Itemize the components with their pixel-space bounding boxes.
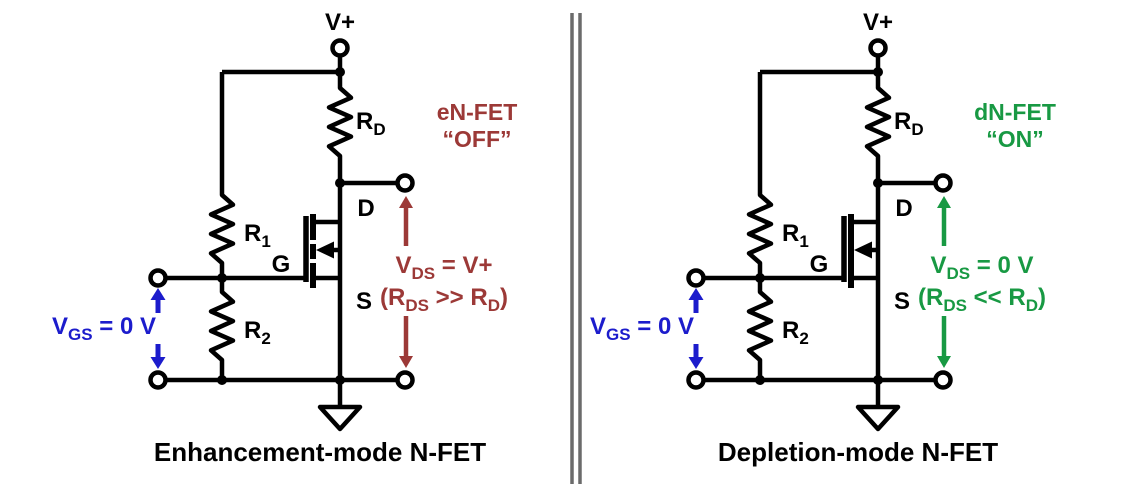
- drain-label: D: [357, 195, 374, 222]
- up-arrow-icon: [937, 196, 951, 208]
- junction-dot: [873, 178, 883, 188]
- mosfet-enhancement-symbol: [303, 183, 343, 380]
- source-label: S: [356, 288, 372, 315]
- vds-annotation-group: VDS = V+ (RDS >> RD): [380, 196, 508, 368]
- supply-label: V+: [325, 9, 355, 36]
- r1-label: R1: [782, 220, 809, 251]
- ground-output-terminal: [933, 370, 953, 390]
- down-arrow-icon: [688, 357, 704, 369]
- ground-output-terminal: [395, 370, 415, 390]
- source-label: S: [894, 288, 910, 315]
- vgs-annotation-group: VGS = 0 V: [52, 288, 166, 369]
- junction-dot: [335, 67, 345, 77]
- ground-input-terminal: [686, 370, 706, 390]
- drain-output-terminal: [933, 173, 953, 193]
- resistor-rd: [326, 72, 354, 183]
- junction-dot: [217, 375, 227, 385]
- vds-annotation-line2: (RDS >> RD): [380, 284, 508, 315]
- body-arrow-icon: [854, 241, 872, 259]
- mosfet-depletion-symbol: [841, 183, 881, 380]
- ground-icon: [855, 404, 901, 432]
- vgs-annotation-group: VGS = 0 V: [590, 288, 704, 369]
- junction-dot: [217, 273, 227, 283]
- down-arrow-icon: [937, 356, 951, 368]
- resistor-r2: [208, 278, 236, 380]
- up-arrow-icon: [399, 196, 413, 208]
- junction-dot: [873, 67, 883, 77]
- caption: Depletion-mode N-FET: [718, 437, 998, 467]
- divider: [570, 13, 582, 484]
- ground-icon: [317, 404, 363, 432]
- gate-input-terminal: [686, 268, 706, 288]
- state-label-line1: eN-FET: [437, 99, 518, 125]
- supply-terminal: [868, 38, 888, 58]
- resistor-r1: [208, 72, 236, 278]
- gate-input-terminal: [148, 268, 168, 288]
- r2-label: R2: [244, 317, 271, 348]
- up-arrow-icon: [150, 288, 166, 300]
- gate-label: G: [810, 251, 829, 278]
- supply-terminal: [330, 38, 350, 58]
- ground-input-terminal: [148, 370, 168, 390]
- up-arrow-icon: [688, 288, 704, 300]
- supply-label: V+: [863, 9, 893, 36]
- rd-label: RD: [356, 108, 386, 139]
- rd-label: RD: [894, 108, 924, 139]
- gate-label: G: [272, 251, 291, 278]
- vgs-annotation: VGS = 0 V: [590, 313, 694, 344]
- r1-label: R1: [244, 220, 271, 251]
- state-label-line2: “ON”: [986, 126, 1044, 152]
- resistor-r2: [746, 278, 774, 380]
- vds-annotation-line1: VDS = V+: [395, 252, 492, 283]
- vds-annotation-line1: VDS = 0 V: [930, 252, 1033, 283]
- junction-dot: [335, 178, 345, 188]
- left-circuit: VGS = 0 V VDS = V+ (RDS >> RD) eN-FET “O…: [52, 9, 517, 467]
- drain-label: D: [895, 195, 912, 222]
- junction-dot: [755, 273, 765, 283]
- down-arrow-icon: [399, 356, 413, 368]
- body-arrow-icon: [316, 241, 334, 259]
- drain-output-terminal: [395, 173, 415, 193]
- state-label-line2: “OFF”: [443, 126, 512, 152]
- right-circuit: VGS = 0 V VDS = 0 V (RDS << RD) dN-FET “…: [590, 9, 1056, 467]
- state-label-line1: dN-FET: [974, 99, 1056, 125]
- vgs-annotation: VGS = 0 V: [52, 313, 156, 344]
- resistor-r1: [746, 72, 774, 278]
- caption: Enhancement-mode N-FET: [154, 437, 486, 467]
- down-arrow-icon: [150, 357, 166, 369]
- resistor-rd: [864, 72, 892, 183]
- junction-dot: [755, 375, 765, 385]
- vds-annotation-group: VDS = 0 V (RDS << RD): [918, 196, 1046, 368]
- r2-label: R2: [782, 317, 809, 348]
- vds-annotation-line2: (RDS << RD): [918, 284, 1046, 315]
